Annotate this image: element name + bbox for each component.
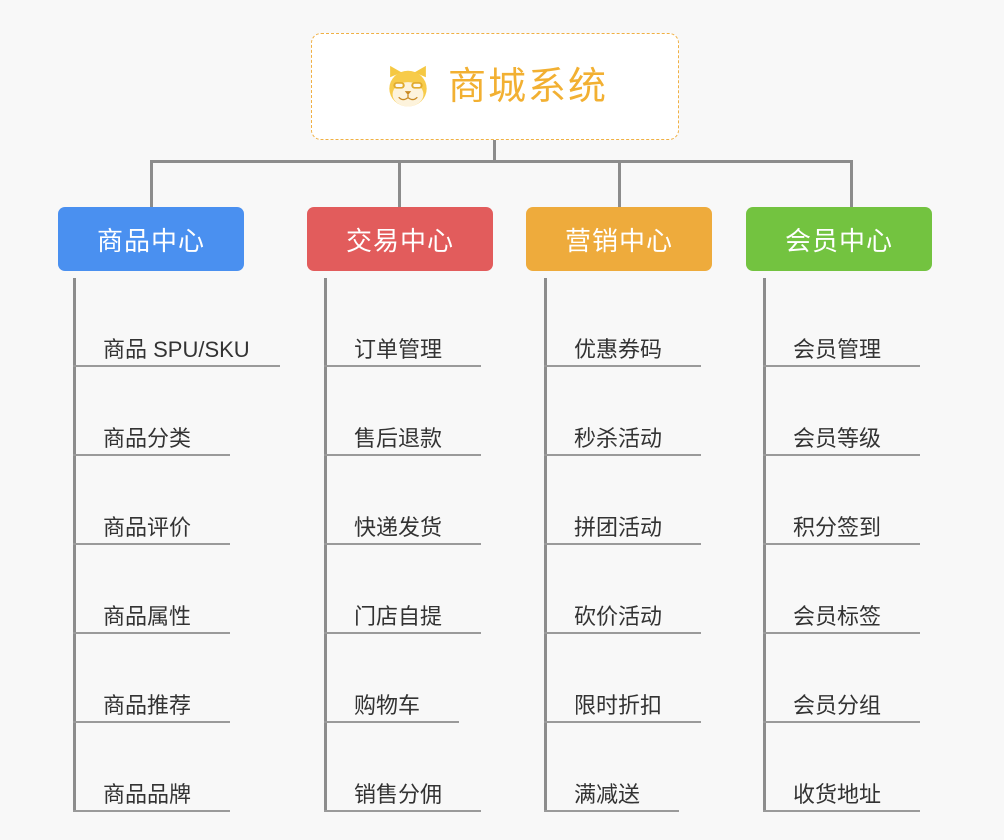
leaf-underline [73, 632, 230, 634]
leaf-underline [324, 632, 481, 634]
leaf-underline [544, 454, 701, 456]
leaf-underline [544, 365, 701, 367]
category-box-交易中心[interactable]: 交易中心 [307, 207, 493, 271]
leaf-label: 购物车 [354, 693, 421, 719]
leaf-label: 商品分类 [103, 426, 192, 452]
leaf-item[interactable]: 会员标签 [763, 545, 993, 634]
leaf-label: 商品推荐 [103, 693, 192, 719]
connector-drop-2 [398, 160, 401, 207]
leaf-item[interactable]: 购物车 [324, 634, 554, 723]
leaf-underline [763, 632, 920, 634]
branch-spine [324, 278, 327, 812]
leaf-item[interactable]: 售后退款 [324, 367, 554, 456]
leaf-label: 快递发货 [354, 515, 443, 541]
leaf-label: 会员分组 [793, 693, 882, 719]
leaf-label: 商品 SPU/SKU [103, 337, 250, 363]
leaf-item[interactable]: 销售分佣 [324, 723, 554, 812]
leaf-item[interactable]: 订单管理 [324, 278, 554, 367]
branch-交易中心: 订单管理 售后退款 快递发货 门店自提 购物车 销售分佣 [324, 278, 554, 812]
leaf-underline [73, 721, 230, 723]
leaf-label: 砍价活动 [574, 604, 663, 630]
category-label: 会员中心 [784, 225, 893, 256]
leaf-underline [763, 721, 920, 723]
leaf-label: 商品属性 [103, 604, 192, 630]
leaf-underline [763, 454, 920, 456]
leaf-underline [763, 810, 920, 812]
leaf-label: 积分签到 [793, 515, 882, 541]
leaf-underline [324, 365, 481, 367]
connector-horizontal-bus [150, 160, 853, 163]
leaf-item[interactable]: 商品品牌 [73, 723, 303, 812]
leaf-label: 秒杀活动 [574, 426, 663, 452]
branch-会员中心: 会员管理 会员等级 积分签到 会员标签 会员分组 收货地址 [763, 278, 993, 812]
category-label: 营销中心 [564, 225, 673, 256]
leaf-underline [544, 632, 701, 634]
leaf-item[interactable]: 收货地址 [763, 723, 993, 812]
connector-drop-4 [850, 160, 853, 207]
leaf-item[interactable]: 商品推荐 [73, 634, 303, 723]
leaf-item[interactable]: 会员等级 [763, 367, 993, 456]
leaf-underline [763, 543, 920, 545]
leaf-label: 拼团活动 [574, 515, 663, 541]
leaf-underline [73, 543, 230, 545]
leaf-item[interactable]: 会员管理 [763, 278, 993, 367]
leaf-item[interactable]: 商品评价 [73, 456, 303, 545]
leaf-item[interactable]: 砍价活动 [544, 545, 774, 634]
leaf-item[interactable]: 商品属性 [73, 545, 303, 634]
leaf-item[interactable]: 满减送 [544, 723, 774, 812]
leaf-label: 门店自提 [354, 604, 443, 630]
dog-face-icon [382, 61, 434, 113]
leaf-underline [324, 454, 481, 456]
leaf-underline [763, 365, 920, 367]
leaf-label: 会员管理 [793, 337, 882, 363]
leaf-underline [73, 365, 280, 367]
branch-spine [73, 278, 76, 812]
leaf-item[interactable]: 商品 SPU/SKU [73, 278, 303, 367]
connector-drop-1 [150, 160, 153, 207]
connector-root-stem [493, 140, 496, 162]
leaf-label: 订单管理 [354, 337, 443, 363]
root-title: 商城系统 [447, 65, 608, 108]
category-box-会员中心[interactable]: 会员中心 [746, 207, 932, 271]
leaf-item[interactable]: 会员分组 [763, 634, 993, 723]
branch-spine [763, 278, 766, 812]
leaf-underline [544, 721, 701, 723]
leaf-item[interactable]: 秒杀活动 [544, 367, 774, 456]
leaf-label: 会员等级 [793, 426, 882, 452]
leaf-item[interactable]: 优惠券码 [544, 278, 774, 367]
leaf-label: 优惠券码 [574, 337, 663, 363]
leaf-item[interactable]: 限时折扣 [544, 634, 774, 723]
leaf-item[interactable]: 积分签到 [763, 456, 993, 545]
leaf-label: 收货地址 [793, 782, 882, 808]
category-label: 交易中心 [345, 225, 454, 256]
leaf-item[interactable]: 门店自提 [324, 545, 554, 634]
root-node[interactable]: 商城系统 [311, 33, 679, 140]
leaf-underline [324, 721, 459, 723]
leaf-item[interactable]: 快递发货 [324, 456, 554, 545]
leaf-underline [324, 543, 481, 545]
leaf-underline [73, 810, 230, 812]
leaf-label: 限时折扣 [574, 693, 663, 719]
leaf-underline [324, 810, 481, 812]
leaf-underline [544, 810, 679, 812]
connector-drop-3 [618, 160, 621, 207]
leaf-underline [544, 543, 701, 545]
category-box-营销中心[interactable]: 营销中心 [526, 207, 712, 271]
leaf-label: 满减送 [574, 782, 641, 808]
leaf-label: 商品品牌 [103, 782, 192, 808]
leaf-label: 商品评价 [103, 515, 192, 541]
category-box-商品中心[interactable]: 商品中心 [58, 207, 244, 271]
leaf-item[interactable]: 拼团活动 [544, 456, 774, 545]
leaf-label: 会员标签 [793, 604, 882, 630]
leaf-item[interactable]: 商品分类 [73, 367, 303, 456]
branch-商品中心: 商品 SPU/SKU 商品分类 商品评价 商品属性 商品推荐 商品品牌 [73, 278, 303, 812]
leaf-label: 售后退款 [354, 426, 443, 452]
branch-spine [544, 278, 547, 812]
category-label: 商品中心 [96, 225, 205, 256]
leaf-label: 销售分佣 [354, 782, 443, 808]
leaf-underline [73, 454, 230, 456]
branch-营销中心: 优惠券码 秒杀活动 拼团活动 砍价活动 限时折扣 满减送 [544, 278, 774, 812]
